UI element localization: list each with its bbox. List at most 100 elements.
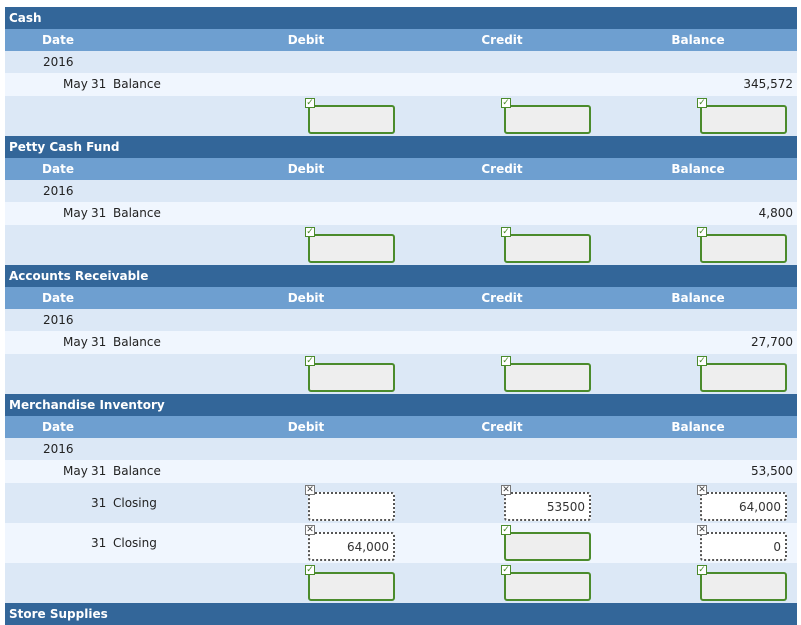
credit-input[interactable]	[504, 363, 591, 392]
account-title: Merchandise Inventory	[5, 394, 797, 416]
credit-input[interactable]	[504, 105, 591, 134]
input-row: ✓ ✓ ✓	[5, 225, 797, 265]
credit-field-wrap: ✓	[501, 98, 591, 134]
account-title: Store Supplies	[5, 603, 797, 625]
entry-day: 31	[91, 206, 107, 220]
x-icon: ✕	[501, 485, 511, 495]
x-icon: ✕	[305, 525, 315, 535]
column-header-balance: Balance	[671, 291, 725, 305]
account-title: Cash	[5, 7, 797, 29]
year-row: 2016	[5, 51, 797, 73]
check-icon: ✓	[501, 565, 511, 575]
debit-input[interactable]	[308, 234, 395, 263]
debit-field-wrap: ✕	[305, 485, 395, 521]
balance-field-wrap: ✓	[697, 565, 787, 601]
credit-input[interactable]: 53500	[504, 492, 591, 521]
entry-description: Balance	[113, 464, 161, 478]
column-header-date: Date	[42, 162, 74, 176]
credit-field-wrap: 53500✕	[501, 485, 591, 521]
entry-day: 31	[91, 496, 107, 510]
balance-value: 27,700	[751, 335, 793, 349]
debit-input[interactable]	[308, 492, 395, 521]
balance-value: 53,500	[751, 464, 793, 478]
ledger-account: Store Supplies	[5, 603, 797, 625]
debit-input[interactable]	[308, 572, 395, 601]
input-row: ✓ ✓ ✓	[5, 354, 797, 394]
balance-field-wrap: 0✕	[697, 525, 787, 561]
check-icon: ✓	[501, 227, 511, 237]
check-icon: ✓	[697, 227, 707, 237]
debit-input[interactable]: 64,000	[308, 532, 395, 561]
column-header-credit: Credit	[481, 162, 523, 176]
balance-input[interactable]	[700, 363, 787, 392]
entry-day: 31	[91, 335, 107, 349]
entry-description: Balance	[113, 206, 161, 220]
column-header-debit: Debit	[287, 33, 325, 47]
debit-input[interactable]	[308, 105, 395, 134]
credit-field-wrap: ✓	[501, 565, 591, 601]
debit-field-wrap: ✓	[305, 356, 395, 392]
entry-description: Closing	[113, 536, 157, 550]
balance-input[interactable]	[700, 572, 787, 601]
balance-value: 4,800	[758, 206, 793, 220]
column-header-balance: Balance	[671, 162, 725, 176]
x-icon: ✕	[305, 485, 315, 495]
x-icon: ✕	[697, 485, 707, 495]
debit-field-wrap: ✓	[305, 227, 395, 263]
debit-field-wrap: ✓	[305, 565, 395, 601]
credit-input[interactable]	[504, 532, 591, 561]
entry-description: Balance	[113, 77, 161, 91]
year-label: 2016	[43, 184, 74, 198]
year-label: 2016	[43, 55, 74, 69]
credit-input[interactable]	[504, 572, 591, 601]
check-icon: ✓	[501, 356, 511, 366]
balance-input[interactable]: 0	[700, 532, 787, 561]
column-header-date: Date	[42, 291, 74, 305]
entry-month: May	[63, 335, 88, 349]
column-header-balance: Balance	[671, 33, 725, 47]
entry-month: May	[63, 464, 88, 478]
column-header-credit: Credit	[481, 33, 523, 47]
check-icon: ✓	[305, 565, 315, 575]
balance-input[interactable]	[700, 105, 787, 134]
check-icon: ✓	[697, 98, 707, 108]
account-title: Accounts Receivable	[5, 265, 797, 287]
check-icon: ✓	[501, 98, 511, 108]
check-icon: ✓	[305, 227, 315, 237]
balance-value: 345,572	[743, 77, 793, 91]
entry-description: Balance	[113, 335, 161, 349]
check-icon: ✓	[697, 565, 707, 575]
balance-input[interactable]	[700, 234, 787, 263]
credit-input[interactable]	[504, 234, 591, 263]
entry-description: Closing	[113, 496, 157, 510]
column-header-balance: Balance	[671, 420, 725, 434]
column-header-debit: Debit	[287, 291, 325, 305]
column-header-credit: Credit	[481, 291, 523, 305]
debit-field-wrap: ✓	[305, 98, 395, 134]
column-header-debit: Debit	[287, 420, 325, 434]
debit-field-wrap: 64,000✕	[305, 525, 395, 561]
credit-field-wrap: ✓	[501, 356, 591, 392]
entry-month: May	[63, 77, 88, 91]
check-icon: ✓	[305, 98, 315, 108]
balance-field-wrap: ✓	[697, 356, 787, 392]
account-title: Petty Cash Fund	[5, 136, 797, 158]
balance-field-wrap: ✓	[697, 98, 787, 134]
balance-input[interactable]: 64,000	[700, 492, 787, 521]
year-label: 2016	[43, 442, 74, 456]
credit-field-wrap: ✓	[501, 227, 591, 263]
check-icon: ✓	[697, 356, 707, 366]
debit-input[interactable]	[308, 363, 395, 392]
